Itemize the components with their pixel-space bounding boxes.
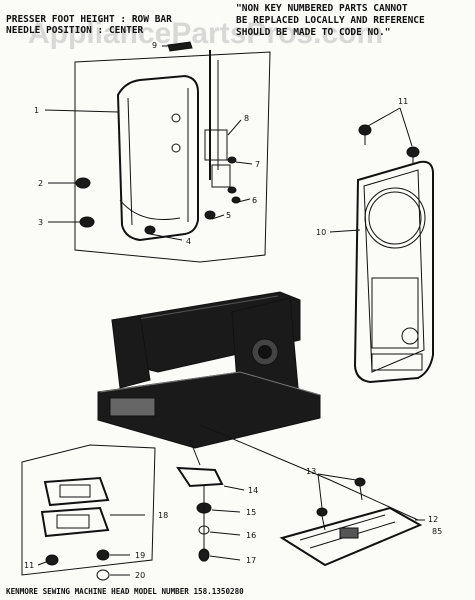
callout-3: 3 — [38, 218, 43, 227]
callout-19: 19 — [135, 551, 145, 560]
note-non-key-3: SHOULD BE MADE TO CODE NO." — [236, 27, 390, 38]
note-presser-foot: PRESSER FOOT HEIGHT : ROW BAR — [6, 14, 172, 25]
callout-5: 5 — [226, 211, 231, 220]
note-non-key-2: BE REPLACED LOCALLY AND REFERENCE — [236, 15, 425, 26]
machine-head — [97, 291, 419, 521]
callout-1: 1 — [34, 106, 39, 115]
note-non-key-1: "NON KEY NUMBERED PARTS CANNOT — [236, 3, 408, 14]
callout-11-top: 11 — [398, 97, 408, 106]
callout-9: 9 — [152, 41, 157, 50]
callout-13: 13 — [306, 467, 316, 476]
note-needle-position: NEEDLE POSITION : CENTER — [6, 25, 144, 36]
callout-20: 20 — [135, 571, 145, 580]
callout-2: 2 — [38, 179, 43, 188]
callout-10: 10 — [316, 228, 326, 237]
callout-17: 17 — [246, 556, 256, 565]
callout-6: 6 — [252, 196, 257, 205]
callout-14: 14 — [248, 486, 258, 495]
callout-7: 7 — [255, 160, 260, 169]
watermark-text: AppliancePartsPros.com — [28, 17, 383, 50]
callout-85: 85 — [432, 527, 442, 536]
bottom-left-inset — [21, 444, 156, 581]
callout-12: 12 — [428, 515, 438, 524]
inset-panel — [44, 41, 271, 263]
callout-16: 16 — [246, 531, 256, 540]
slide-plate — [279, 473, 425, 567]
side-cover-plate — [329, 107, 434, 384]
callout-15: 15 — [246, 508, 256, 517]
callout-4: 4 — [186, 237, 191, 246]
footer-model-number: KENMORE SEWING MACHINE HEAD MODEL NUMBER… — [6, 587, 244, 596]
callout-18: 18 — [158, 511, 168, 520]
presser-foot-parts — [176, 466, 245, 562]
callout-11-bottom: 11 — [24, 561, 34, 570]
callout-8: 8 — [244, 114, 249, 123]
